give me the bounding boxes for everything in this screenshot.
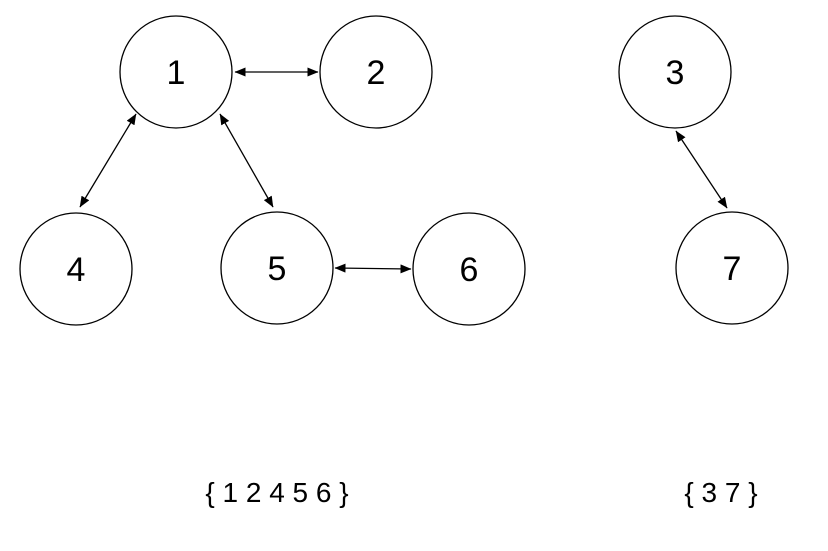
node-label-7: 7 <box>723 250 742 288</box>
node-7: 7 <box>675 211 789 325</box>
set-label-1: { 3 7 } <box>684 477 757 508</box>
node-label-6: 6 <box>460 251 479 289</box>
node-label-3: 3 <box>666 54 685 92</box>
node-2: 2 <box>319 15 433 129</box>
edge-3-7 <box>675 130 728 209</box>
node-circle-1 <box>119 15 233 129</box>
nodes-layer: 1 2 3 4 5 6 7 <box>19 15 789 326</box>
edges-layer <box>79 67 728 274</box>
node-4: 4 <box>19 212 133 326</box>
set-labels-layer: { 1 2 4 5 6 } { 3 7 } <box>205 477 757 508</box>
set-label-0: { 1 2 4 5 6 } <box>205 477 348 508</box>
node-circle-6 <box>412 212 526 326</box>
node-1: 1 <box>119 15 233 129</box>
node-label-1: 1 <box>167 54 186 92</box>
edge-1-5 <box>219 113 274 208</box>
node-6: 6 <box>412 212 526 326</box>
node-circle-4 <box>19 212 133 326</box>
node-label-2: 2 <box>367 54 386 92</box>
node-label-4: 4 <box>67 251 86 289</box>
node-circle-5 <box>220 211 334 325</box>
node-3: 3 <box>618 15 732 129</box>
node-circle-3 <box>618 15 732 129</box>
node-5: 5 <box>220 211 334 325</box>
node-circle-7 <box>675 211 789 325</box>
node-circle-2 <box>319 15 433 129</box>
edge-5-6 <box>334 263 412 274</box>
edge-1-4 <box>79 113 137 208</box>
node-label-5: 5 <box>268 250 287 288</box>
